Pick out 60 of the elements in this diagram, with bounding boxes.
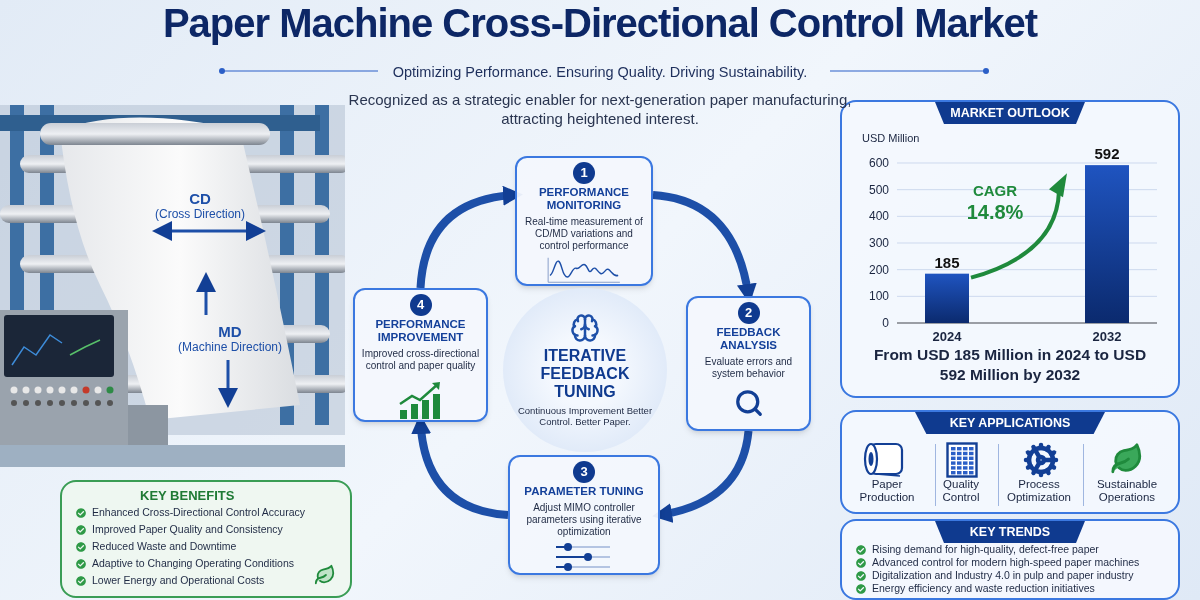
panel-header: KEY TRENDS [935,521,1085,543]
step-number: 4 [409,294,432,316]
application-label: Process Optimization [1006,478,1072,504]
list-item: Adaptive to Changing Operating Conditions [92,557,294,570]
list-item: Advanced control for modern high-speed paper machines [872,556,1140,569]
center-title: ITERATIVE FEEDBACK TUNING [539,347,631,401]
list-item: Improved Paper Quality and Consistency [92,523,283,536]
list-item: Reduced Waste and Downtime [92,540,237,553]
step-card [686,296,811,431]
applications-panel [840,410,1180,514]
step-description: Improved cross-directional control and paper quality [361,348,480,372]
application-label: Paper Production [858,478,916,504]
tick-label: 200 [868,262,889,277]
step-number: 2 [737,302,760,324]
panel-header: KEY BENEFITS [140,487,235,505]
tick-label: 600 [868,156,889,170]
step-number: 3 [573,461,595,483]
trends-panel [840,519,1180,600]
step-heading: PERFORMANCE IMPROVEMENT [374,318,467,344]
market-summary: From USD 185 Million in 2024 to USD 592 Million by 2032 [872,345,1148,385]
step-heading: PERFORMANCE MONITORING [537,186,631,212]
step-description: Real-time measurement of CD/MD variations and control performance [524,216,644,252]
category-label: 2032 [1092,329,1122,344]
subtitle: Recognized as a strategic enabler for next-generation paper manufacturing, attracting heightened interest. [347,90,853,128]
list-item: Digitalization and Industry 4.0 in pulp and paper industry [872,569,1134,582]
growth-label: CAGR [971,181,1019,201]
step-card [515,156,653,286]
value-label: 185 [934,253,960,271]
subtitle: Optimizing Performance. Ensuring Quality. Driving Sustainability. [391,63,809,82]
list-item: Rising demand for high-quality, defect-free paper [872,543,1099,556]
step-description: Evaluate errors and system behavior [703,356,794,380]
category-label: 2024 [932,329,962,344]
list-item: Enhanced Cross-Directional Control Accuracy [92,506,305,519]
step-number: 1 [573,162,595,184]
list-item: Energy efficiency and waste reduction initiatives [872,582,1095,595]
tick-label: 300 [868,236,889,250]
step-heading: PARAMETER TUNING [524,485,644,498]
list-item: Lower Energy and Operational Costs [92,574,265,587]
step-card [508,455,660,575]
tick-label: 500 [868,182,889,197]
direction-label: MD [217,322,243,342]
direction-label: (Machine Direction) [176,339,283,356]
direction-label: (Cross Direction) [154,206,246,223]
application-label: Quality Control [941,478,981,504]
growth-label: 14.8% [965,200,1025,225]
title: Paper Machine Cross-Directional Control Market [161,0,1039,46]
tick-label: 100 [868,289,889,304]
step-card [353,288,488,422]
panel-header: KEY APPLICATIONS [915,412,1105,434]
direction-label: CD [188,189,212,209]
value-label: 592 [1094,145,1120,163]
axis-title: USD Million [862,131,920,146]
benefits-panel [60,480,352,598]
application-label: Sustainable Operations [1095,478,1159,504]
center-subtitle: Continuous Improvement Better Control. Better Paper. [516,405,654,427]
panel-header: MARKET OUTLOOK [935,102,1085,124]
step-description: Adjust MIMO controller parameters using iterative optimization [525,502,643,538]
tick-label: 0 [882,316,889,330]
tick-label: 400 [868,209,889,224]
step-heading: FEEDBACK ANALYSIS [715,326,782,352]
